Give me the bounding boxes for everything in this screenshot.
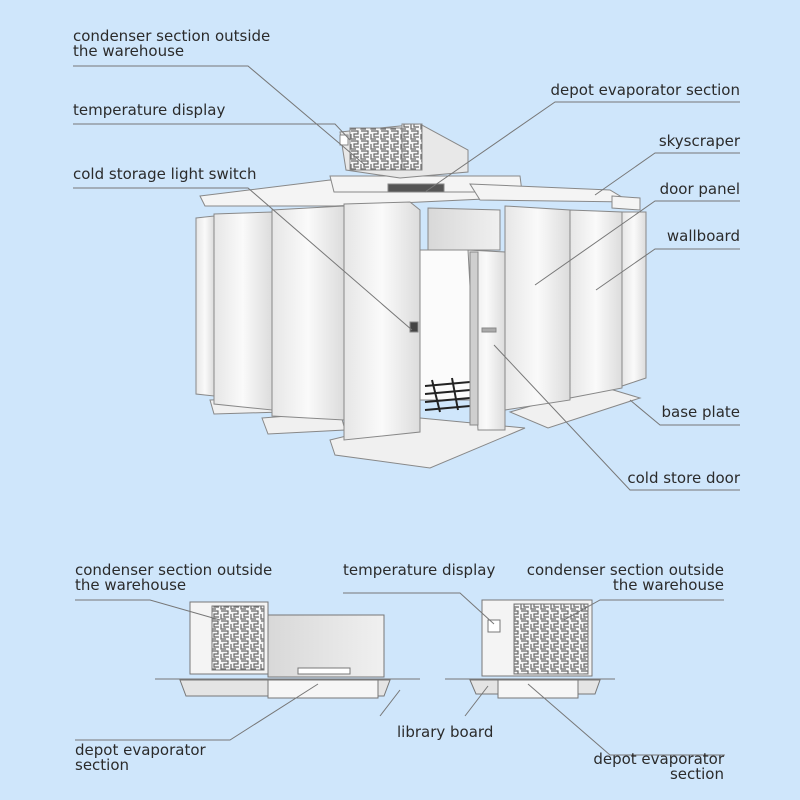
condenser-unit-top xyxy=(339,123,469,179)
side-view-right xyxy=(445,599,615,699)
label-evaporator-left: depot evaporator section xyxy=(75,743,206,773)
label-evaporator-left-line2: section xyxy=(75,756,130,774)
label-door-panel: door panel xyxy=(659,180,740,198)
label-condenser-top-line2: the warehouse xyxy=(73,42,185,60)
label-temperature-display-side: temperature display xyxy=(343,561,496,579)
label-evaporator-left-line1: depot evaporator xyxy=(75,741,206,759)
left-wall-panels xyxy=(195,201,421,441)
roof-vent xyxy=(387,183,445,193)
label-condenser-left: condenser section outside the warehouse xyxy=(75,563,272,593)
label-condenser-right: condenser section outside the warehouse xyxy=(527,563,724,593)
top-leader-lines xyxy=(73,65,740,491)
label-condenser-right-line1: condenser section outside xyxy=(526,561,724,579)
label-light-switch: cold storage light switch xyxy=(73,165,257,183)
label-base-plate: base plate xyxy=(661,403,740,421)
interior xyxy=(419,249,471,401)
label-library-board: library board xyxy=(397,723,494,741)
label-skyscraper: skyscraper xyxy=(658,132,740,150)
label-condenser-left-line2: the warehouse xyxy=(75,576,187,594)
label-condenser-top-line1: condenser section outside xyxy=(73,27,271,45)
roof xyxy=(199,175,641,211)
label-wallboard: wallboard xyxy=(666,227,740,245)
evaporator-box xyxy=(427,207,501,251)
right-wall-panels xyxy=(504,205,647,411)
label-condenser-left-line1: condenser section outside xyxy=(75,561,273,579)
door xyxy=(467,249,506,431)
cold-room-3d xyxy=(195,123,647,469)
bottom-leader-lines xyxy=(75,592,725,756)
light-switch xyxy=(409,321,419,333)
label-condenser-right-line2: the warehouse xyxy=(612,576,724,594)
side-view-left xyxy=(155,601,420,699)
label-evaporator-top: depot evaporator section xyxy=(550,81,740,99)
label-temperature-display-top: temperature display xyxy=(73,101,226,119)
label-cold-store-door: cold store door xyxy=(627,469,740,487)
floor-rack xyxy=(424,377,471,413)
label-evaporator-right: depot evaporator section xyxy=(593,752,724,782)
label-evaporator-right-line1: depot evaporator xyxy=(593,750,724,768)
label-evaporator-right-line2: section xyxy=(669,765,724,783)
label-condenser-top: condenser section outside the warehouse xyxy=(73,29,270,59)
